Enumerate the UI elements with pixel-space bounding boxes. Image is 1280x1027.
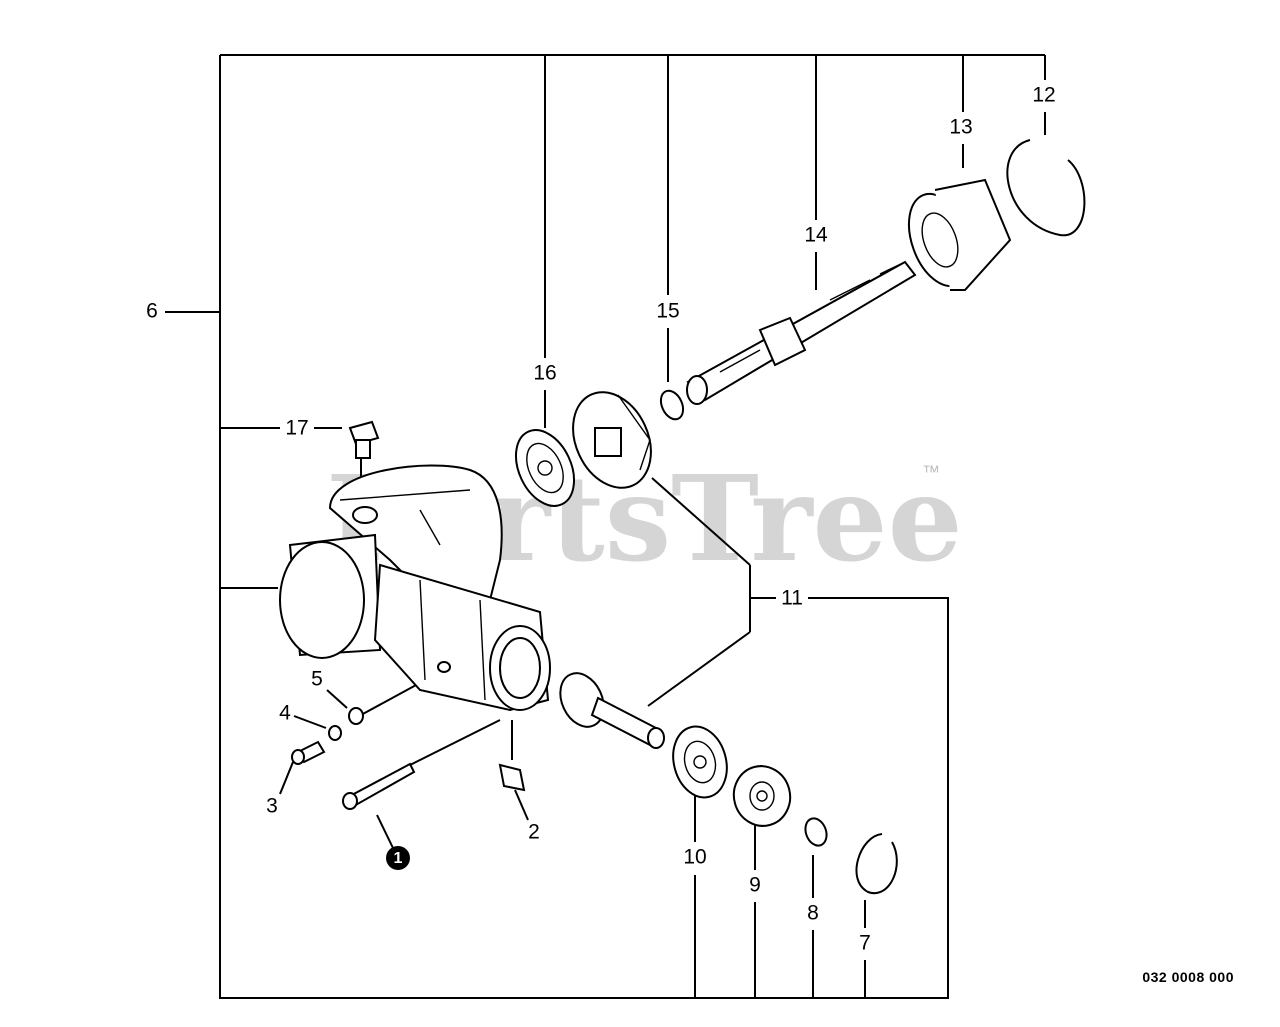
circlip-12 (1006, 139, 1086, 237)
gear-case-housing (279, 464, 551, 712)
callout-label-8: 8 (807, 902, 819, 925)
drawing-number: 032 0008 000 (1142, 969, 1234, 985)
callout-label-13: 13 (949, 116, 972, 139)
plate-2 (498, 763, 526, 792)
leader-lines (165, 54, 1046, 999)
callout-labels: 6 17 16 15 14 13 12 11 5 4 3 2 10 9 8 7 … (146, 84, 1056, 955)
callout-label-2: 2 (528, 821, 540, 844)
callout-label-14: 14 (804, 224, 828, 247)
bearing-16 (514, 429, 576, 507)
bolt-long (342, 762, 416, 810)
bolt-short (291, 740, 326, 765)
callout-label-11: 11 (781, 587, 803, 610)
callout-marker-1 (386, 846, 410, 870)
washer-4 (328, 725, 342, 741)
callout-label-9: 9 (749, 874, 761, 897)
bearing-9 (732, 765, 792, 827)
watermark-trademark: ™ (922, 462, 940, 482)
washer-5 (348, 707, 364, 725)
callout-label-3: 3 (266, 795, 278, 818)
hex-bolt-17 (348, 420, 380, 459)
snap-ring-15 (659, 389, 685, 421)
callout-label-6: 6 (146, 300, 158, 323)
callout-label-7: 7 (859, 932, 871, 955)
callout-label-10: 10 (683, 846, 706, 869)
callout-label-12: 12 (1032, 84, 1055, 107)
callout-label-1: 1 (394, 850, 403, 867)
output-shaft-14 (686, 260, 917, 405)
bearing-10 (672, 725, 728, 799)
callout-label-4: 4 (279, 702, 291, 725)
bearing-13 (907, 178, 1012, 291)
callout-label-16: 16 (533, 362, 556, 385)
bevel-gear-large (572, 391, 652, 489)
callout-label-15: 15 (656, 300, 679, 323)
circlip-7 (855, 833, 898, 895)
callout-label-5: 5 (311, 668, 323, 691)
callout-label-17: 17 (285, 417, 308, 440)
snap-ring-8 (804, 817, 828, 847)
pinion-gear-shaft (559, 672, 665, 749)
